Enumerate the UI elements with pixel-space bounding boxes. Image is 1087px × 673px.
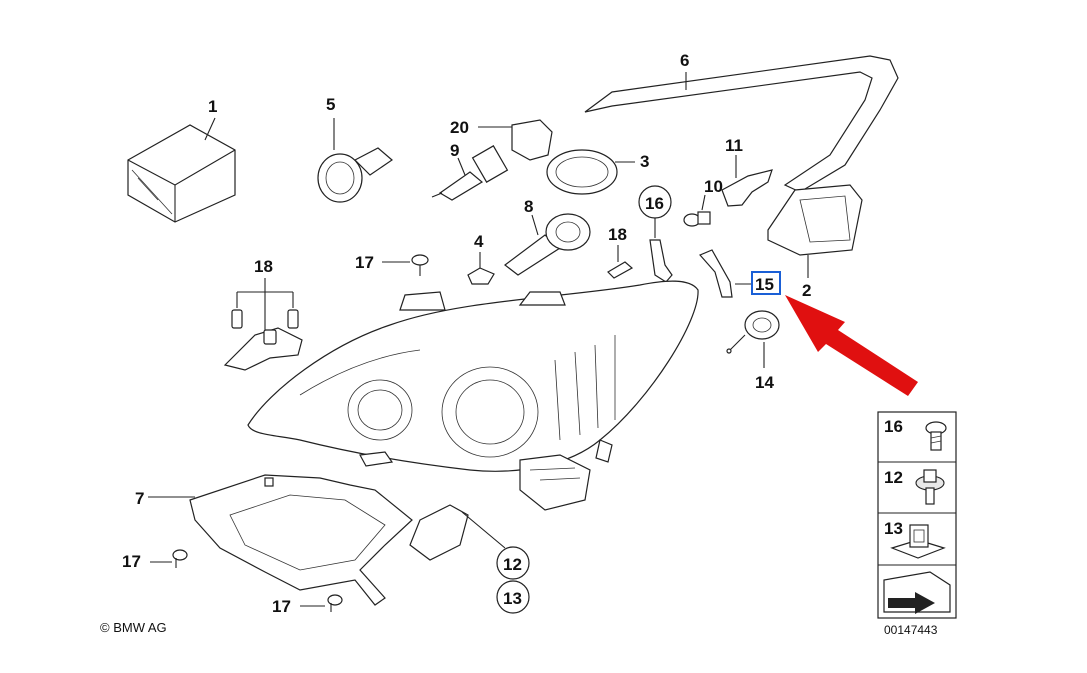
callout-18-right: 18 [608,225,627,244]
callout-5: 5 [326,95,335,114]
callout-10: 10 [704,177,723,196]
legend-16: 16 [884,417,903,436]
part-17-top-screw [382,254,429,276]
callout-9: 9 [450,141,459,160]
red-pointer-arrow [785,295,918,396]
callout-11: 11 [725,136,743,155]
part-7-frame [148,474,469,606]
part-9-bulb [431,145,509,201]
part-4-clip [467,252,495,285]
headlight-housing [247,280,699,511]
callout-18-left: 18 [254,257,273,276]
callout-15: 15 [755,275,774,294]
callout-8: 8 [524,197,533,216]
copyright-text: © BMW AG [100,620,167,635]
callout-13-circle [496,580,530,614]
callout-12: 12 [503,555,522,574]
callout-14: 14 [755,373,774,392]
callout-12-circle [496,546,530,580]
callout-2: 2 [802,281,811,300]
part-15-bracket [698,249,752,298]
legend-12-nut-icon [915,469,945,505]
callout-17-bottom: 17 [272,597,291,616]
part-5-socket [317,118,393,203]
callout-20: 20 [450,118,469,137]
part-17-bottom-screw [300,594,343,612]
part-20-clip [478,119,553,161]
part-16-bolt [649,239,673,283]
part-14-socket [726,310,780,368]
part-1-box [127,117,236,223]
part-6-seal [584,55,899,193]
part-8-xenon-bulb [504,213,591,276]
legend-13-clip-icon [890,524,946,559]
part-10-bulb [683,194,711,227]
part-11-holder [721,155,773,207]
callout-17-top: 17 [355,253,374,272]
callout-15-highlight-box [751,271,781,295]
legend-panel: 16 12 13 [877,411,957,619]
callout-1: 1 [208,97,217,116]
callout-13: 13 [503,589,522,608]
part-17-left-screw [150,549,188,568]
legend-code: 00147443 [884,623,938,637]
callout-6: 6 [680,51,689,70]
part-3-ring [546,149,635,195]
callout-16: 16 [645,194,664,213]
legend-13: 13 [884,519,903,538]
callout-4: 4 [474,232,484,251]
legend-box-icon [883,571,951,614]
part-18-bracket [223,278,303,371]
callout-17-left: 17 [122,552,141,571]
callout-7: 7 [135,489,144,508]
part-18-screw [607,245,634,279]
part-2-cover [767,184,863,278]
callout-3: 3 [640,152,649,171]
legend-16-bolt-icon [925,421,947,451]
legend-12: 12 [884,468,903,487]
